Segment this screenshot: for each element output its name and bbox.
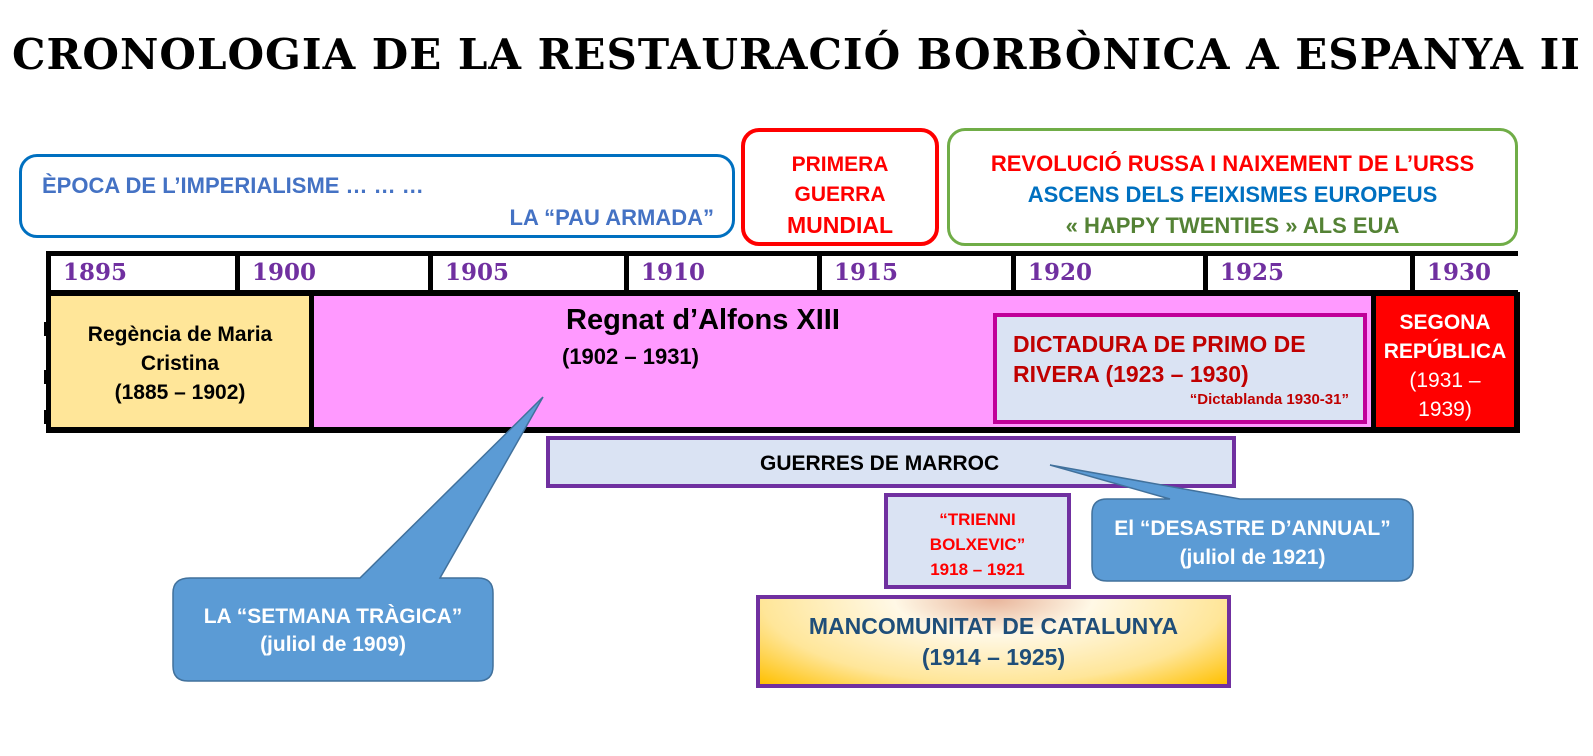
year-label: 1910 <box>629 256 817 290</box>
ww1-line2: GUERRA <box>794 183 886 206</box>
dictadura-note: “Dictablanda 1930-31” <box>1189 391 1349 408</box>
alfons-dates: (1902 – 1931) <box>562 344 699 369</box>
annual-callout-shape <box>1049 464 1414 582</box>
event-marroc: GUERRES DE MARROC <box>546 436 1236 488</box>
setmana-callout: LA “SETMANA TRÀGICA” (juliol de 1909) <box>173 603 493 659</box>
setmana-line1: LA “SETMANA TRÀGICA” <box>203 605 463 628</box>
tick-mark <box>44 370 50 384</box>
dictadura-name: DICTADURA DE PRIMO DE RIVERA (1923 – 193… <box>1013 331 1306 387</box>
setmana-callout-shape <box>172 396 544 682</box>
period-regencia: Regència de Maria Cristina (1885 – 1902) <box>51 296 309 427</box>
tick-mark <box>44 322 50 336</box>
year-label: 1930 <box>1415 256 1593 290</box>
year-label: 1915 <box>822 256 1011 290</box>
period-republica: SEGONA REPÚBLICA (1931 – 1939) <box>1376 296 1514 427</box>
trienni-line1: “TRIENNI <box>939 510 1016 529</box>
republica-name: SEGONA REPÚBLICA <box>1383 311 1507 363</box>
interwar-line3: « HAPPY TWENTIES » ALS EUA <box>1065 213 1400 238</box>
ww1-line3: MUNDIAL <box>786 212 894 238</box>
event-mancomunitat: MANCOMUNITAT DE CATALUNYA (1914 – 1925) <box>756 595 1231 688</box>
tick-mark <box>44 410 50 424</box>
imperialism-subtitle: LA “PAU ARMADA” <box>509 205 715 230</box>
republica-dates: (1931 – 1939) <box>1409 369 1481 421</box>
ww1-line1: PRIMERA <box>791 153 889 176</box>
interwar-line2: ASCENS DELS FEIXISMES EUROPEUS <box>1027 182 1438 207</box>
annual-callout: El “DESASTRE D’ANNUAL” (juliol de 1921) <box>1092 514 1413 572</box>
annual-line1: El “DESASTRE D’ANNUAL” <box>1114 517 1391 540</box>
trienni-line2: BOLXEVIC” <box>929 535 1026 554</box>
ww1-box: PRIMERA GUERRA MUNDIAL <box>741 128 939 246</box>
year-label: 1900 <box>240 256 428 290</box>
year-label: 1895 <box>51 256 235 290</box>
alfons-name: Regnat d’Alfons XIII <box>566 304 840 336</box>
mancomunitat-line2: (1914 – 1925) <box>921 644 1066 670</box>
year-label: 1920 <box>1016 256 1203 290</box>
interwar-box: REVOLUCIÓ RUSSA I NAIXEMENT DE L’URSS AS… <box>947 128 1518 246</box>
imperialism-title: ÈPOCA DE L’IMPERIALISME … … … <box>42 173 424 198</box>
page-title: CRONOLOGIA DE LA RESTAURACIÓ BORBÒNICA A… <box>12 30 1581 79</box>
year-label: 1905 <box>433 256 624 290</box>
regencia-name: Regència de Maria Cristina <box>87 323 273 375</box>
setmana-line2: (juliol de 1909) <box>260 633 406 656</box>
trienni-line3: 1918 – 1921 <box>930 560 1025 579</box>
annual-line2: (juliol de 1921) <box>1179 546 1326 569</box>
mancomunitat-line1: MANCOMUNITAT DE CATALUNYA <box>808 613 1179 639</box>
regencia-dates: (1885 – 1902) <box>114 381 246 404</box>
marroc-label: GUERRES DE MARROC <box>760 452 1000 475</box>
imperialism-box: ÈPOCA DE L’IMPERIALISME … … … LA “PAU AR… <box>19 154 735 238</box>
year-label: 1925 <box>1208 256 1410 290</box>
period-dictadura: DICTADURA DE PRIMO DE RIVERA (1923 – 193… <box>993 313 1367 424</box>
event-trienni: “TRIENNI BOLXEVIC” 1918 – 1921 <box>884 493 1071 589</box>
interwar-line1: REVOLUCIÓ RUSSA I NAIXEMENT DE L’URSS <box>990 151 1475 176</box>
